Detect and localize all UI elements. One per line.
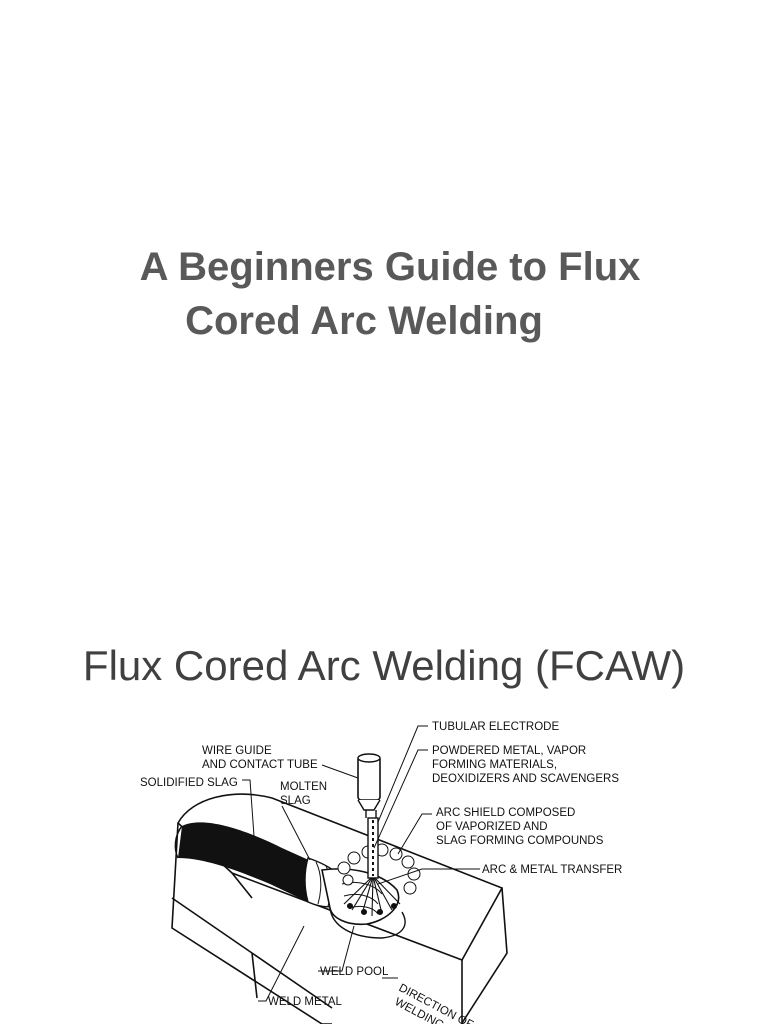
label-wire-guide-2: AND CONTACT TUBE (202, 759, 318, 771)
tubular-electrode (367, 817, 379, 879)
contact-tube (357, 753, 381, 818)
fcaw-diagram-svg: TUBULAR ELECTRODE POWDERED METAL, VAPOR … (140, 721, 622, 1024)
label-tubular-electrode: TUBULAR ELECTRODE (432, 721, 559, 733)
label-arc-shield-3: SLAG FORMING COMPOUNDS (436, 835, 604, 847)
label-solidified-slag: SOLIDIFIED SLAG (140, 777, 238, 789)
label-arc-metal-transfer: ARC & METAL TRANSFER (482, 864, 622, 876)
arc-rays (343, 875, 401, 917)
slide-title: A Beginners Guide to Flux Cored Arc Weld… (0, 240, 768, 348)
label-weld-metal: WELD METAL (268, 996, 343, 1008)
label-arc-shield-1: ARC SHIELD COMPOSED (436, 807, 575, 819)
label-arc-shield-2: OF VAPORIZED AND (436, 821, 548, 833)
slide-title-line-1: A Beginners Guide to Flux (139, 245, 641, 289)
label-weld-pool: WELD POOL (320, 966, 389, 978)
label-powdered-metal-1: POWDERED METAL, VAPOR (432, 745, 586, 757)
slide-title-line-2: Cored Arc Welding (185, 299, 543, 343)
title-slide: A Beginners Guide to Flux Cored Arc Weld… (0, 240, 768, 348)
label-molten-slag-2: SLAG (280, 795, 311, 807)
fcaw-diagram: TUBULAR ELECTRODE POWDERED METAL, VAPOR … (82, 698, 662, 1024)
label-powdered-metal-3: DEOXIDIZERS AND SCAVENGERS (432, 773, 619, 785)
label-molten-slag-1: MOLTEN (280, 781, 327, 793)
label-wire-guide-1: WIRE GUIDE (202, 745, 272, 757)
leader-lines (242, 725, 480, 1002)
fcaw-slide-title: Flux Cored Arc Welding (FCAW) (82, 642, 686, 689)
label-powdered-metal-2: FORMING MATERIALS, (432, 759, 557, 771)
